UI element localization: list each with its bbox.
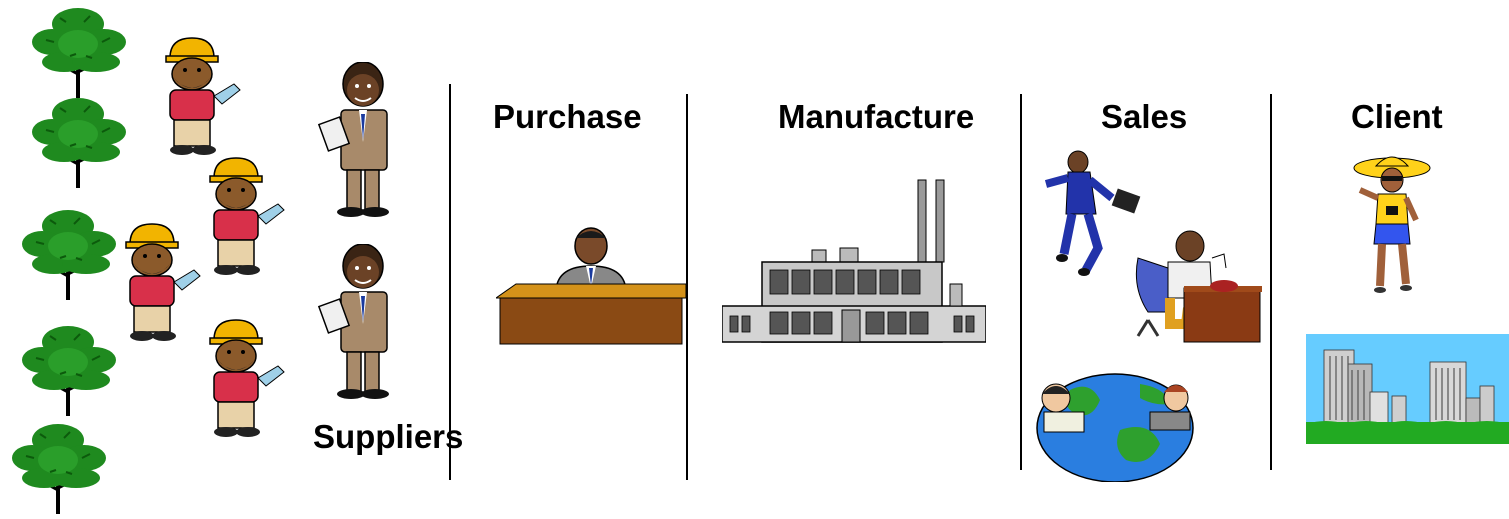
label-manufacture: Manufacture: [778, 98, 975, 135]
man-at-desk-icon: [496, 227, 686, 345]
label-sales: Sales: [1101, 98, 1188, 135]
globe-call-icon: [1036, 373, 1194, 482]
worker-icon-4: [209, 319, 285, 438]
client-woman-icon: [1353, 156, 1431, 293]
supplier-man-icon-1: [318, 62, 390, 218]
label-purchase: Purchase: [493, 98, 642, 135]
divider-suppliers-purchase: [449, 84, 451, 480]
factory-icon: [722, 179, 986, 343]
label-client: Client: [1351, 98, 1443, 135]
phone-desk-man-icon: [1135, 230, 1262, 343]
running-businessman-icon: [1044, 150, 1141, 276]
worker-icon-1: [165, 37, 241, 156]
tree-icon-3: [20, 208, 118, 302]
tree-icon-5: [10, 422, 108, 516]
worker-icon-2: [209, 157, 285, 276]
divider-sales-client: [1270, 94, 1272, 470]
worker-icon-3: [125, 223, 201, 342]
divider-purchase-manufacture: [686, 94, 688, 480]
supplier-man-icon-2: [318, 244, 390, 400]
label-suppliers: Suppliers: [313, 418, 464, 455]
divider-manufacture-sales: [1020, 94, 1022, 470]
city-skyline-icon: [1306, 334, 1509, 444]
tree-icon-1: [30, 6, 128, 100]
tree-icon-2: [30, 96, 128, 190]
tree-icon-4: [20, 324, 118, 418]
